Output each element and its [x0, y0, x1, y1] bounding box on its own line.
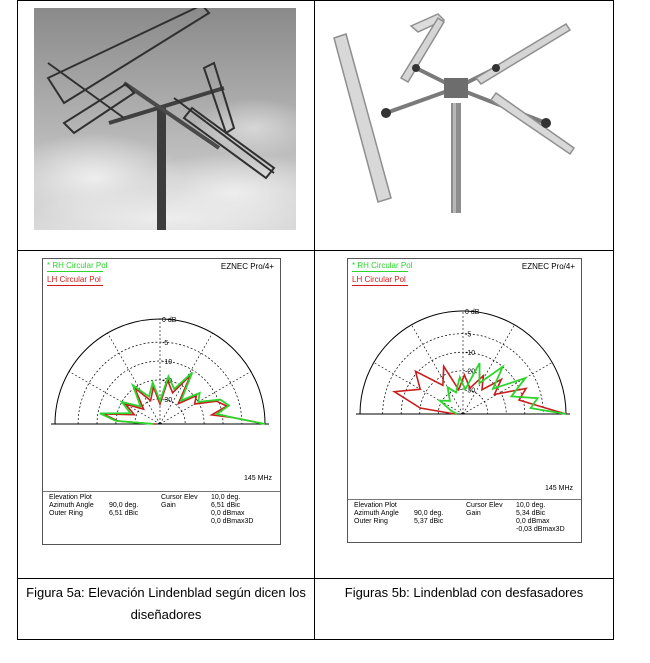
frequency-label: 145 MHz [243, 475, 272, 482]
polar-tick-label: 0 dB [162, 317, 177, 324]
legend-rh-line [352, 271, 408, 272]
polar-tick-label: -5 [162, 340, 168, 347]
info-val-azimuth: 90,0 deg. [414, 510, 444, 517]
info-val-outer-ring: 6,51 dBic [109, 510, 139, 517]
polar-tick-label: -20 [465, 369, 475, 376]
polar-grid-ring [419, 370, 507, 415]
info-val-dbmax: 0,0 dBmax [211, 510, 245, 517]
info-gain: Gain [466, 510, 481, 517]
info-val-dbmax: 0,0 dBmax [516, 518, 550, 525]
polar-tick-label: -30 [465, 387, 475, 394]
info-gain: Gain [161, 502, 176, 509]
info-cursor-elev: Cursor Elev [466, 502, 503, 509]
lh-circular-trace [391, 363, 567, 415]
info-azimuth-angle: Azimuth Angle [354, 510, 399, 517]
software-label: EZNEC Pro/4+ [220, 262, 274, 271]
info-outer-ring: Outer Ring [49, 510, 83, 517]
info-val-gain: 6,51 dBic [211, 502, 241, 509]
info-outer-ring: Outer Ring [354, 518, 388, 525]
polar-grid-spoke [411, 324, 464, 415]
polar-elevation-chart-a: 0 dB-5-10-20-30 [51, 317, 269, 425]
info-left-values: 90,0 deg.6,51 dBic [109, 494, 138, 518]
table-divider-center [314, 0, 315, 640]
polar-grid-spoke [373, 362, 464, 415]
polar-tick-label: -30 [162, 397, 172, 404]
polar-tick-label: -10 [465, 350, 475, 357]
info-val-cursor-elev: 10,0 deg. [516, 502, 546, 509]
polar-grid-spoke [159, 371, 252, 425]
info-elevation-plot: Elevation Plot [354, 502, 397, 509]
eznec-plot-a: * RH Circular Pol LH Circular Pol EZNEC … [42, 258, 281, 545]
rh-circular-trace [437, 362, 567, 415]
polar-grid-ring [359, 310, 567, 415]
caption-figure-5b: Figuras 5b: Lindenblad con desfasadores [344, 585, 584, 600]
table-border-bottom [17, 639, 614, 640]
info-val-azimuth: 90,0 deg. [109, 502, 139, 509]
polar-grid-ring [96, 360, 224, 425]
legend-lh-line [352, 285, 408, 286]
polar-elevation-chart-b: 0 dB -5 -10 -20 -30 [356, 309, 570, 415]
polar-grid-spoke [462, 362, 553, 415]
table-border-right [613, 0, 614, 640]
info-azimuth-angle: Azimuth Angle [49, 502, 94, 509]
legend-lh-circular: LH Circular Pol [47, 275, 101, 284]
info-val-gain: 5,34 dBic [516, 510, 546, 517]
info-cursor-elev: Cursor Elev [161, 494, 198, 501]
info-divider [348, 499, 581, 500]
eznec-plot-b: * RH Circular Pol LH Circular Pol EZNEC … [347, 258, 582, 543]
antenna-photo-a [34, 8, 296, 230]
polar-grid-spoke [462, 324, 515, 415]
table-row-divider-1 [17, 250, 614, 251]
software-label: EZNEC Pro/4+ [521, 262, 575, 271]
polar-tick-label: -5 [465, 332, 471, 339]
legend-rh-circular: * RH Circular Pol [352, 261, 413, 270]
antenna-photo-b [326, 8, 588, 230]
frequency-label: 145 MHz [544, 485, 573, 492]
legend-rh-circular: * RH Circular Pol [47, 261, 108, 270]
info-val-blank [414, 502, 443, 510]
table-row-divider-2 [17, 578, 614, 579]
polar-grid-ring [134, 398, 186, 425]
caption-figure-5a: Figura 5a: Elevación Lindenblad según di… [26, 585, 306, 622]
info-val-outer-ring: 5,37 dBic [414, 518, 444, 525]
info-val-dbmax3d: 0,0 dBmax3D [211, 518, 254, 525]
legend-lh-circular: LH Circular Pol [352, 275, 406, 284]
polar-tick-label: -10 [162, 359, 172, 366]
legend-rh-line [47, 271, 103, 272]
info-divider [43, 491, 280, 492]
info-elevation-plot: Elevation Plot [49, 494, 92, 501]
rh-circular-trace [99, 371, 266, 425]
info-val-cursor-elev: 10,0 deg. [211, 494, 241, 501]
polar-tick-label: 0 dB [465, 309, 480, 316]
legend-lh-line [47, 285, 103, 286]
polar-grid-spoke [68, 371, 161, 425]
info-val-blank [109, 494, 138, 502]
table-border-left [17, 0, 18, 640]
polar-grid-spoke [107, 332, 161, 425]
info-val-dbmax3d: -0,03 dBmax3D [516, 526, 565, 533]
info-left-values: 90,0 deg.5,37 dBic [414, 502, 443, 526]
table-border-top [17, 0, 614, 1]
